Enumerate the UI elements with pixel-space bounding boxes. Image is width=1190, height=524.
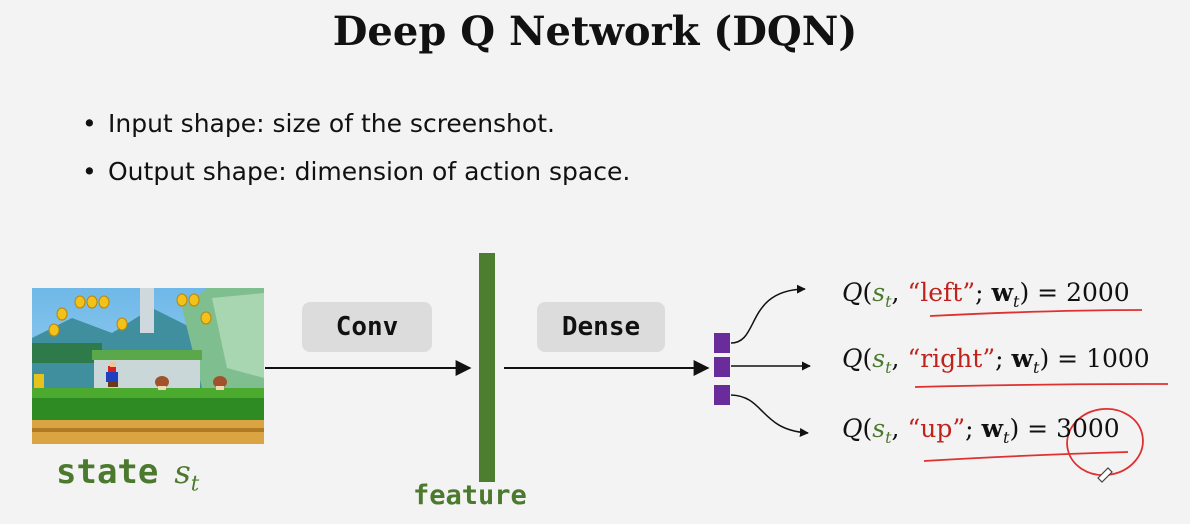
conv-box: Conv [302,302,432,352]
output-node [714,357,730,377]
bullet-list: Input shape: size of the screenshot. Out… [82,100,630,196]
underline-right [914,383,1169,388]
action-left: “left” [907,278,976,307]
bullet-input-shape: Input shape: size of the screenshot. [82,100,630,148]
q-value-number: 1000 [1086,344,1150,373]
feature-bar [479,253,495,482]
feature-label: feature [413,480,527,511]
pen-cursor-icon [1097,467,1113,483]
arrow-node-to-up [730,394,809,437]
q-value-number: 3000 [1056,414,1120,443]
q-value-right: Q(st, “right”; wt) = 1000 [842,344,1150,377]
dense-box: Dense [537,302,665,352]
q-value-up: Q(st, “up”; wt) = 3000 [842,414,1120,447]
underline-up [923,451,1129,462]
action-up: “up” [907,414,966,443]
q-value-number: 2000 [1066,278,1130,307]
slide-title: Deep Q Network (DQN) [332,8,858,55]
underline-left [929,309,1143,317]
state-word: state [56,452,159,492]
q-value-left: Q(st, “left”; wt) = 2000 [842,278,1130,311]
game-screenshot-image [32,288,264,444]
action-right: “right” [907,344,996,373]
arrow-node-to-left [730,284,806,344]
output-node [714,385,730,405]
state-symbol: st [174,453,200,496]
bullet-output-shape: Output shape: dimension of action space. [82,148,630,196]
output-node [714,333,730,353]
